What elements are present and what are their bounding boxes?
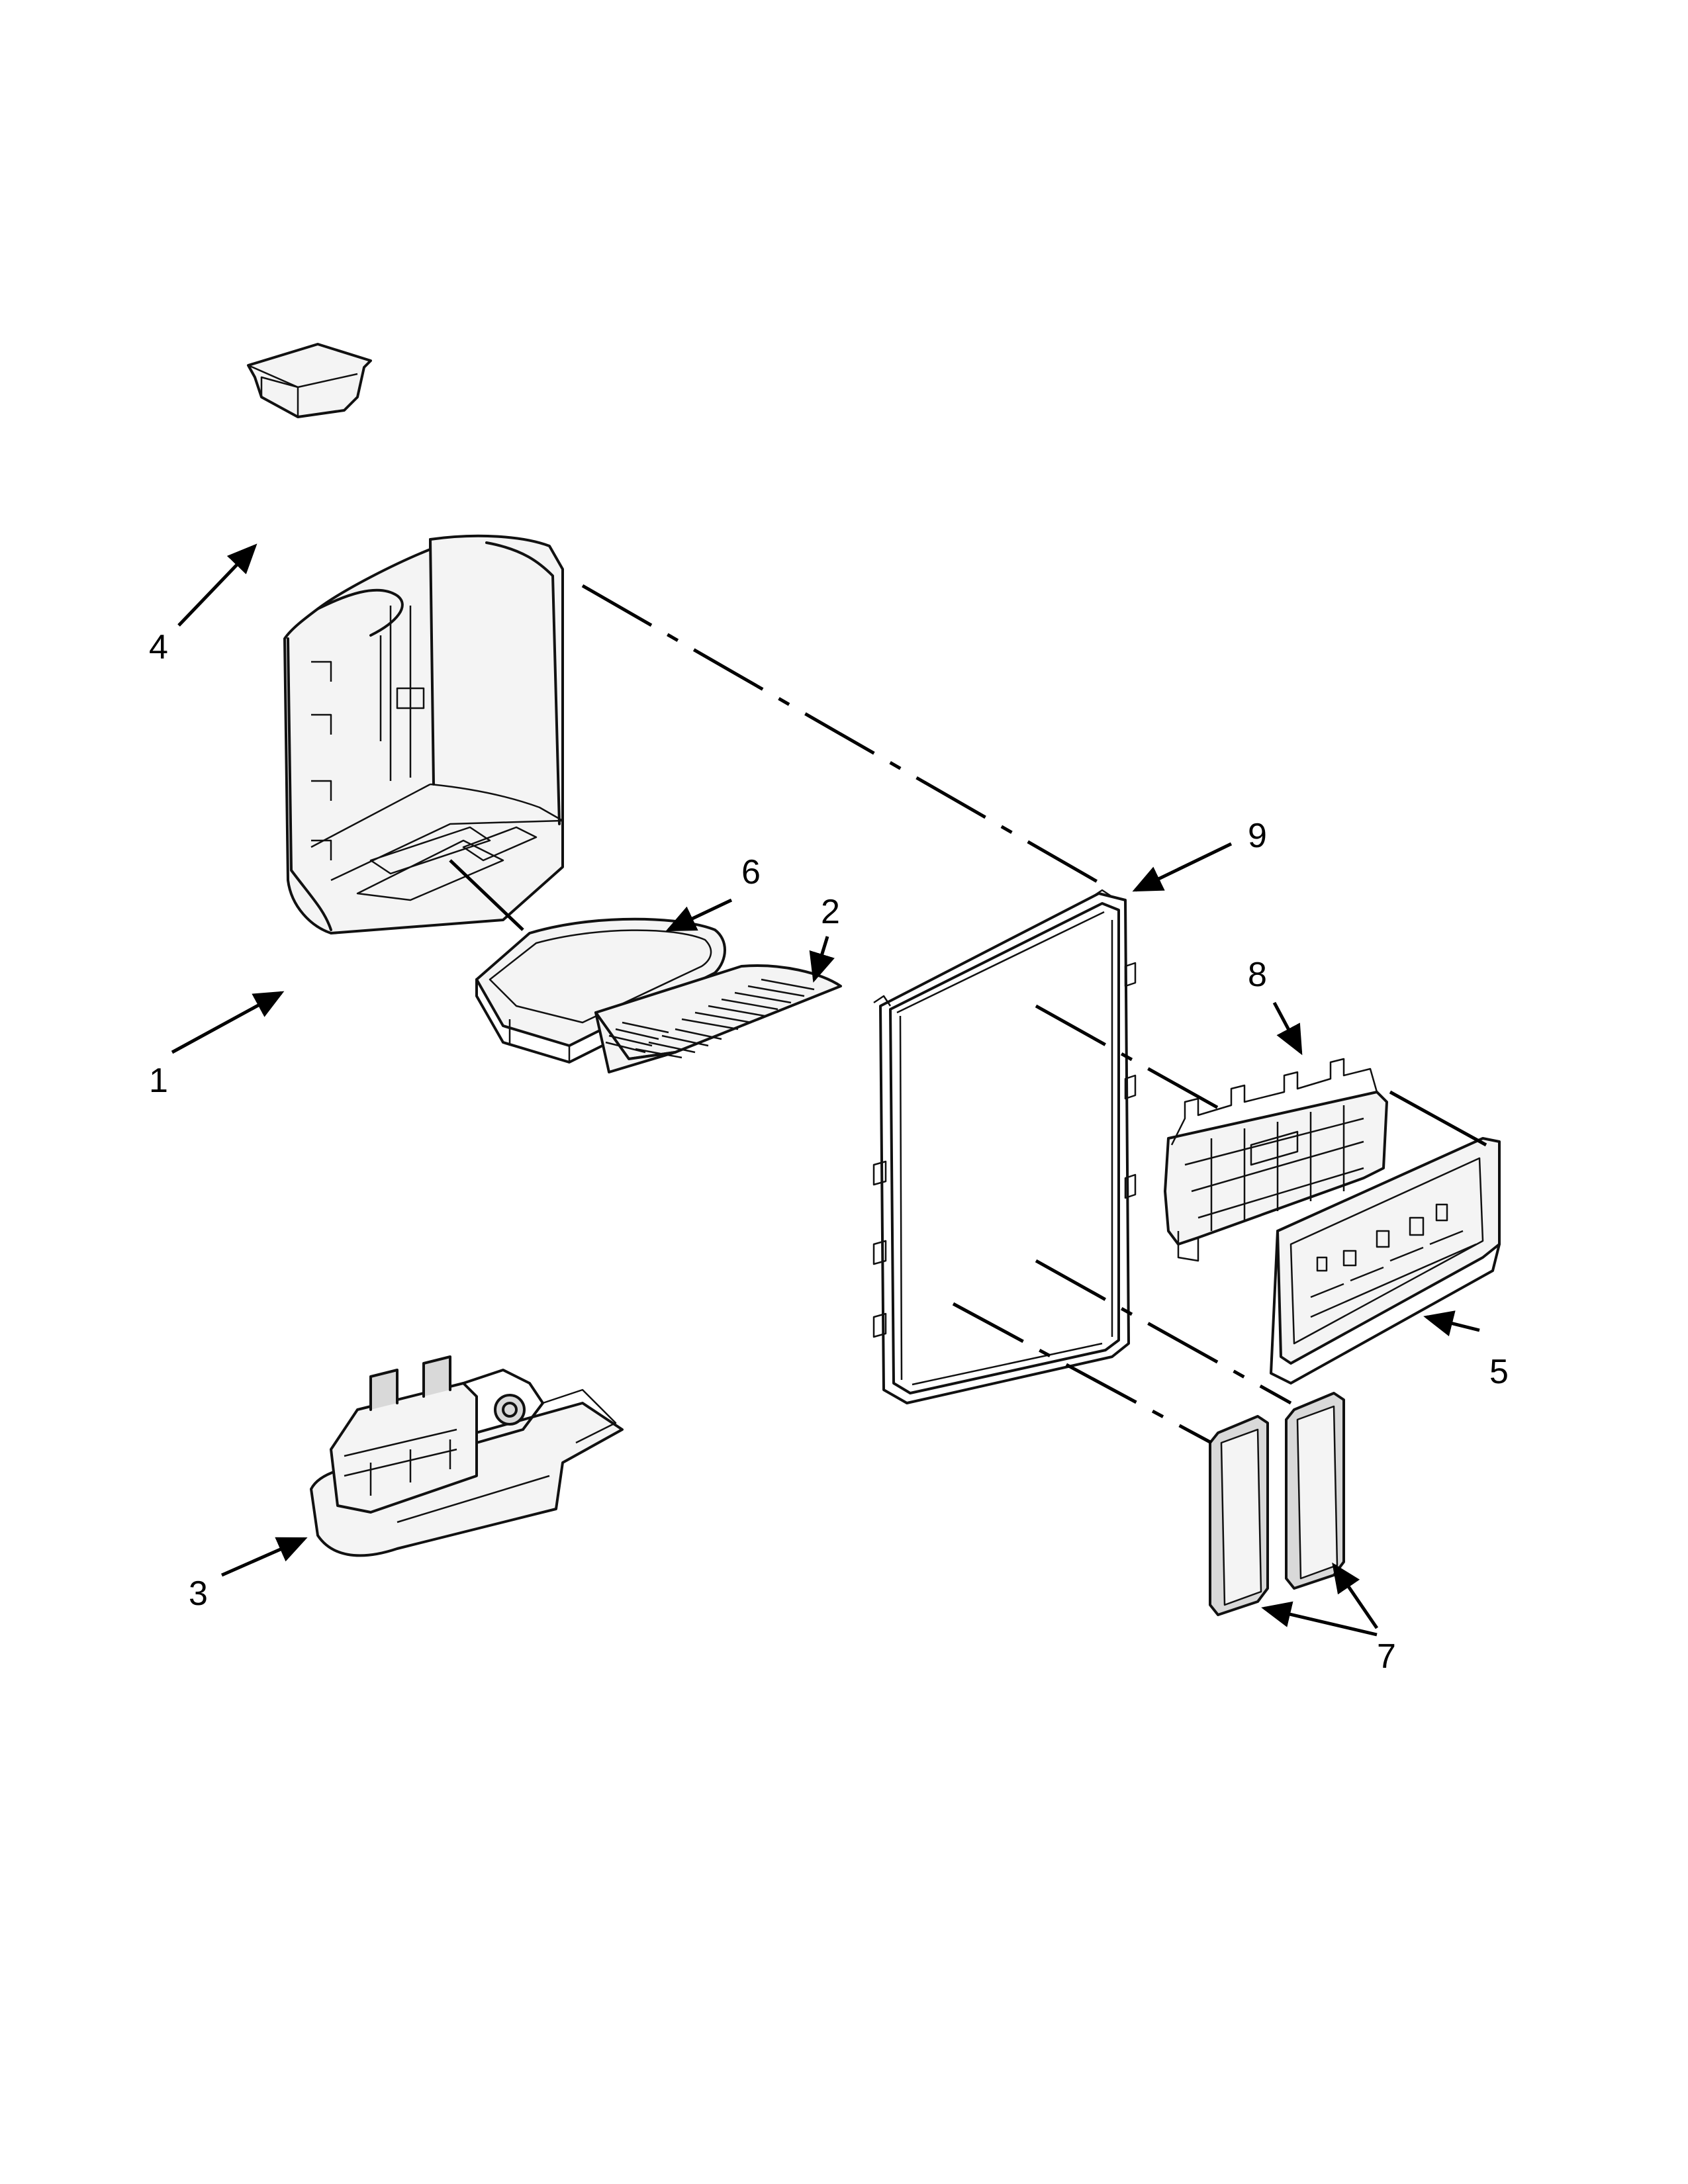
callout-5: 5	[1489, 1353, 1509, 1391]
part-4-ice-cup	[247, 343, 372, 418]
part-5-control-panel	[1270, 1137, 1501, 1385]
callout-9: 9	[1248, 817, 1267, 855]
part-7-pads	[1209, 1392, 1345, 1616]
part-2-grille	[594, 964, 842, 1073]
callout-7: 7	[1377, 1637, 1396, 1676]
callout-labels: 4 1 3 6 2 9 8 5 7	[149, 628, 1509, 1676]
callout-2: 2	[821, 893, 840, 931]
alignment-lines	[449, 584, 1487, 1445]
callout-3: 3	[189, 1574, 208, 1613]
callout-1: 1	[149, 1062, 168, 1100]
callout-4: 4	[149, 628, 168, 666]
callout-8: 8	[1248, 956, 1267, 994]
part-1-ice-bin-housing	[283, 534, 564, 934]
part-9-frame	[872, 889, 1137, 1404]
callout-6: 6	[741, 853, 761, 891]
part-3-motor-assembly	[310, 1355, 624, 1557]
callout-arrows	[171, 543, 1480, 1637]
part-8-control-housing	[1164, 1058, 1388, 1262]
